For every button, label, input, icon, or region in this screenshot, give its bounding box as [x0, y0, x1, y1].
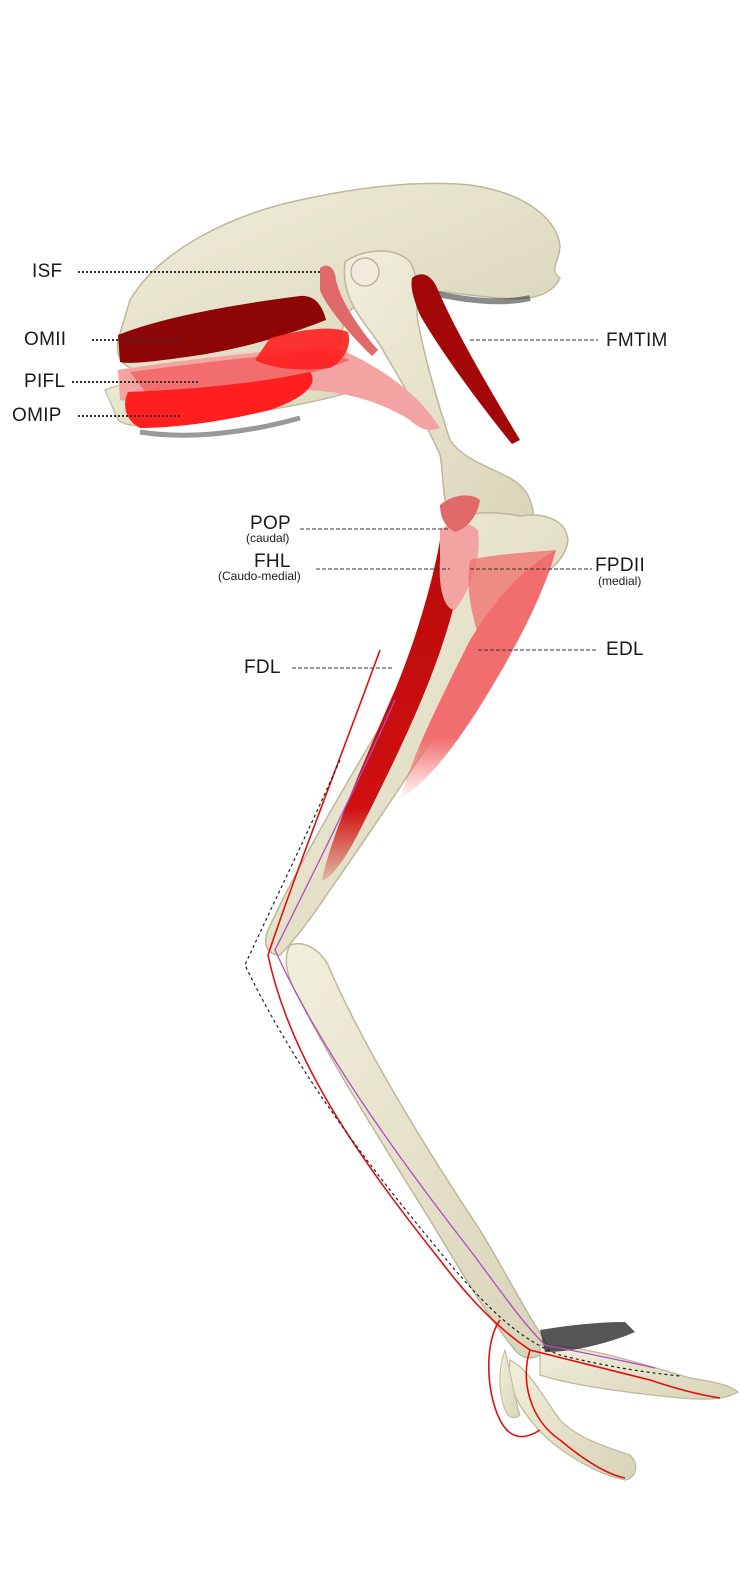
label-pifl: PIFL: [24, 372, 65, 391]
label-omii: OMII: [24, 330, 66, 349]
label-fpdii-sub: (medial): [598, 575, 641, 587]
label-isf: ISF: [32, 262, 62, 281]
label-fdl: FDL: [244, 658, 281, 677]
label-edl: EDL: [606, 640, 644, 659]
label-omip: OMIP: [12, 406, 62, 425]
label-fhl-sub: (Caudo-medial): [218, 570, 301, 582]
label-fmtim: FMTIM: [606, 331, 668, 350]
label-fpdii: FPDII: [595, 556, 645, 575]
tarsometatarsus-bone: [286, 944, 548, 1358]
label-pop-sub: (caudal): [246, 532, 289, 544]
